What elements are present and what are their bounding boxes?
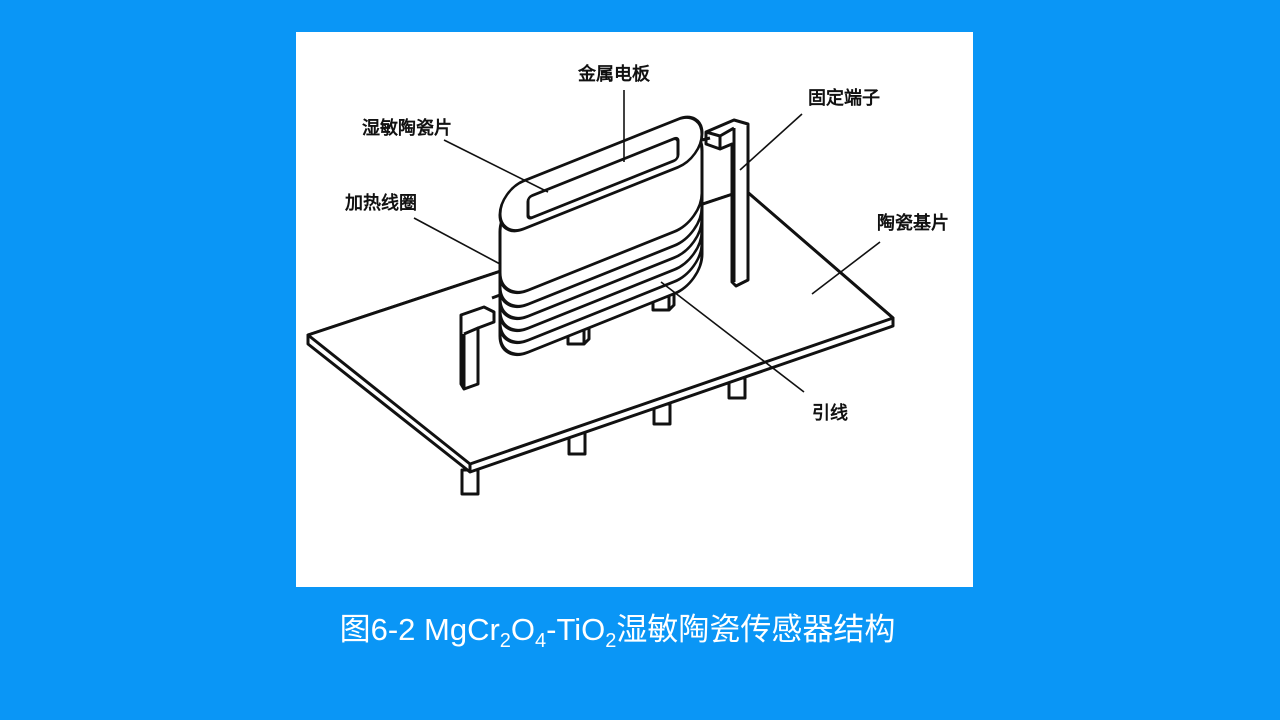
sensor-structure-diagram: 金属电板 湿敏陶瓷片 固定端子 加热线圈 陶瓷基片 引线 — [296, 32, 973, 587]
label-humidity-ceramic: 湿敏陶瓷片 — [362, 118, 452, 139]
heating-coil — [498, 115, 704, 356]
label-heating-coil: 加热线圈 — [345, 193, 417, 214]
fixed-terminal — [704, 118, 750, 288]
caption-subscript: 2 — [605, 630, 617, 652]
leader-lines — [413, 90, 881, 393]
label-metal-electrode: 金属电板 — [578, 64, 650, 85]
caption-subscript: 2 — [499, 630, 511, 652]
metal-electrode — [526, 136, 680, 220]
caption-suffix: 湿敏陶瓷传感器结构 — [616, 612, 896, 647]
figure-caption: 图6-2 MgCr2O4-TiO2湿敏陶瓷传感器结构 — [0, 604, 1235, 653]
label-fixed-terminal: 固定端子 — [808, 88, 880, 109]
caption-subscript: 4 — [535, 630, 547, 652]
label-ceramic-substrate: 陶瓷基片 — [877, 213, 949, 234]
left-terminal — [459, 305, 496, 391]
diagram-drawing — [306, 90, 895, 496]
caption-prefix: 图6-2 MgCr — [339, 612, 500, 647]
caption-text: -TiO — [546, 612, 606, 647]
label-lead-wire: 引线 — [812, 403, 848, 424]
caption-text: O — [510, 612, 536, 647]
